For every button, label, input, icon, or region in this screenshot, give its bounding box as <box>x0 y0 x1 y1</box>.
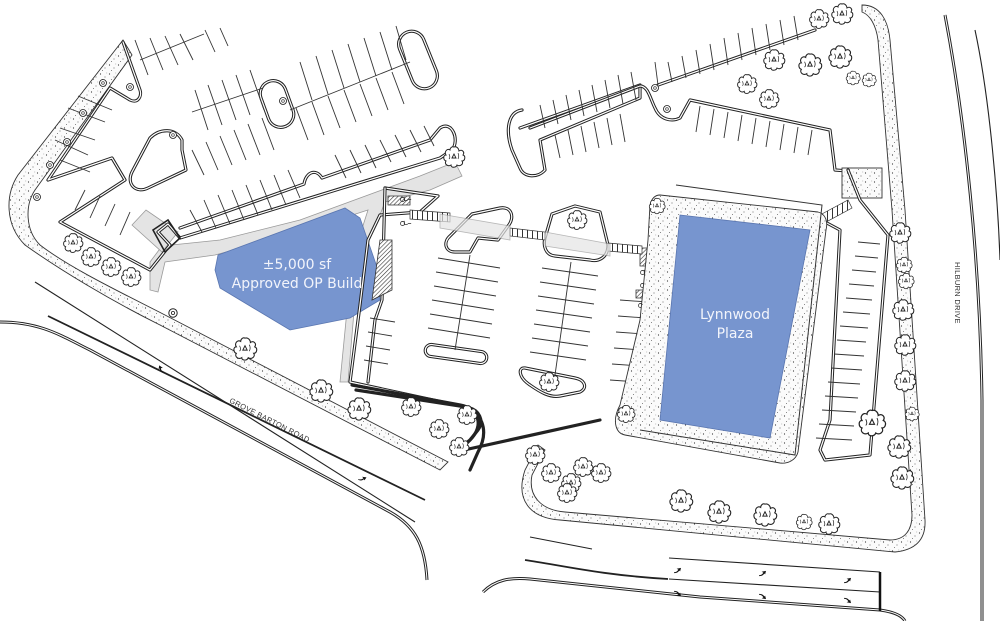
building-lynnwood-plaza <box>659 214 811 439</box>
tree-canopy-icon <box>573 457 594 477</box>
parking-lot-northwest <box>33 25 457 318</box>
tree-canopy-icon <box>707 500 732 524</box>
grove-barton-road <box>0 281 429 581</box>
tree-canopy-icon <box>737 74 758 94</box>
tree-canopy-icon <box>81 247 102 267</box>
tree-canopy-icon <box>759 89 780 109</box>
tree-canopy-icon <box>753 503 778 527</box>
tree-canopy-icon <box>233 337 258 361</box>
tree-canopy-icon <box>669 489 694 513</box>
tree-canopy-icon <box>818 513 841 535</box>
road-label-hilburn: HILBURN DRIVE <box>953 262 962 324</box>
tree-canopy-icon <box>845 70 861 86</box>
tree-canopy-icon <box>541 463 562 483</box>
turn-arrow-icon <box>844 577 851 584</box>
tree-canopy-icon <box>63 233 84 253</box>
hilburn-drive <box>943 14 1000 621</box>
accessible-parking-icon <box>400 220 412 226</box>
tree-canopy-icon <box>831 3 854 25</box>
turn-arrow-icon <box>844 597 851 604</box>
tree-canopy-icon <box>101 257 122 277</box>
entrance-road <box>481 536 907 621</box>
tree-canopy-icon <box>861 72 877 88</box>
turn-arrow-icon <box>674 567 681 574</box>
dumpster-enclosure <box>151 218 182 254</box>
west-landscape-strip <box>8 39 449 471</box>
tree-canopy-icon <box>897 272 915 290</box>
building-op-build <box>214 207 381 331</box>
south-curb <box>354 388 486 472</box>
tree-canopy-icon <box>443 146 466 168</box>
tree-canopy-icon <box>858 409 887 437</box>
tree-canopy-icon <box>828 45 853 69</box>
tree-canopy-icon <box>895 256 913 274</box>
tree-canopy-icon <box>591 463 612 483</box>
turn-arrow-icon <box>759 593 766 600</box>
tree-canopy-icon <box>121 267 142 287</box>
turn-arrow-icon <box>358 474 367 483</box>
tree-canopy-icon <box>889 222 912 244</box>
tree-canopy-icon <box>798 53 823 77</box>
tree-canopy-icon <box>795 513 813 531</box>
tree-canopy-icon <box>763 49 786 71</box>
turn-arrow-icon <box>759 570 766 577</box>
tree-canopy-icon <box>309 379 334 403</box>
parking-lot-east <box>521 4 926 553</box>
tree-canopy-icon <box>567 210 588 230</box>
tree-canopy-icon <box>809 9 830 29</box>
parking-lot-northeast <box>506 15 883 199</box>
